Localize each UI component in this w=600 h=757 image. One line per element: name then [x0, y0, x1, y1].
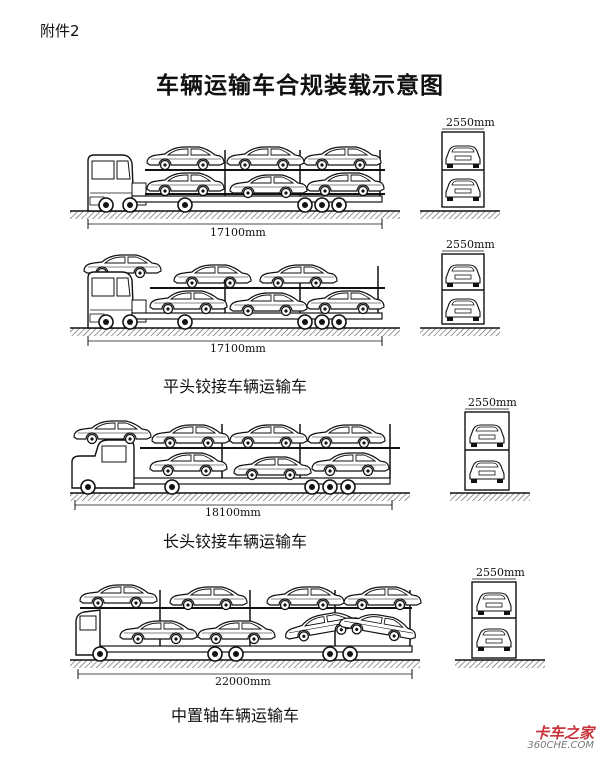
length-dimension-2: 17100mm — [210, 342, 266, 355]
transporter-2: 17100mm 2550mm — [70, 238, 500, 355]
watermark: 卡车之家 360CHE.COM — [527, 725, 594, 751]
length-dimension-3: 18100mm — [205, 506, 261, 519]
length-dimension-1: 17100mm — [210, 226, 266, 239]
caption-center-axle: 中置轴车辆运输车 — [170, 706, 299, 725]
width-dimension-3: 2550mm — [468, 396, 517, 409]
caption-long-head-articulated: 长头铰接车辆运输车 — [162, 532, 307, 551]
width-dimension-1: 2550mm — [446, 116, 495, 129]
transporter-3: 18100mm 2550mm — [70, 396, 530, 519]
page-title: 车辆运输车合规装载示意图 — [156, 73, 444, 99]
attachment-label: 附件2 — [40, 22, 80, 40]
transporter-4: 22000mm 2550mm — [70, 566, 545, 688]
caption-flat-head-articulated: 平头铰接车辆运输车 — [162, 377, 307, 396]
width-dimension-2: 2550mm — [446, 238, 495, 251]
length-dimension-4: 22000mm — [215, 675, 271, 688]
watermark-brand: 卡车之家 — [533, 724, 594, 742]
transporter-1: 17100mm 2550mm — [70, 116, 500, 239]
watermark-site: 360CHE.COM — [527, 740, 594, 751]
width-dimension-4: 2550mm — [476, 566, 525, 579]
